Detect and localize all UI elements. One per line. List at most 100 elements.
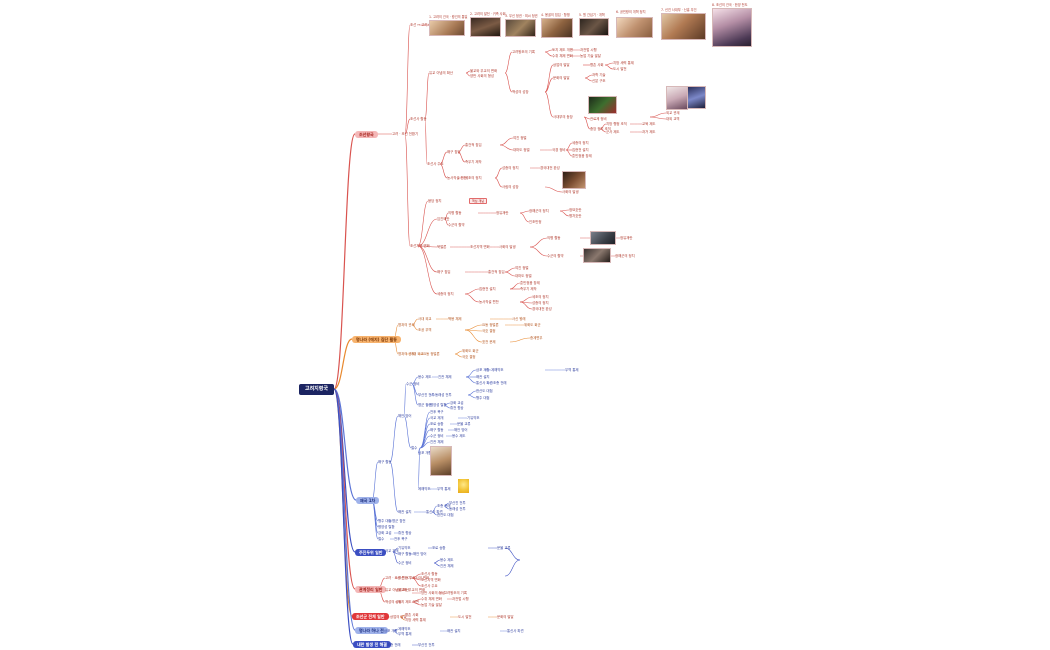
sub-node[interactable]: 포로 송환: [432, 546, 446, 550]
sub-node[interactable]: 명과의 관계: [398, 323, 415, 327]
sub-node[interactable]: 농업 기술 발달: [580, 54, 601, 58]
sub-node[interactable]: 고려 · 조선 전환기: [392, 132, 419, 136]
sub-node[interactable]: 농업 기술 발달: [421, 603, 442, 607]
sub-node[interactable]: 한산도 대첩: [476, 389, 493, 393]
photo-thumbnail[interactable]: [429, 20, 465, 36]
sub-node[interactable]: 동래성 전투: [449, 507, 466, 511]
sub-node[interactable]: 기유약조: [398, 546, 411, 550]
photo-thumbnail[interactable]: [666, 86, 688, 110]
sub-node[interactable]: 표전 문제: [482, 340, 496, 344]
photo-thumbnail[interactable]: [579, 18, 609, 36]
sub-node[interactable]: 세조의 정치: [465, 176, 482, 180]
sub-node[interactable]: 왜구 침입: [447, 150, 461, 154]
sub-node[interactable]: 토지 제도 개편: [398, 600, 419, 604]
sub-node[interactable]: 광해군의 정치: [529, 209, 549, 213]
sub-node[interactable]: 봉수 제도: [418, 375, 432, 379]
sub-node[interactable]: 통신사 파견: [426, 510, 443, 514]
sub-node[interactable]: 과전법 시행: [580, 48, 597, 52]
sub-node[interactable]: 왜구 활동: [378, 460, 392, 464]
sub-node[interactable]: 홍건적 침입: [488, 270, 505, 274]
sub-node[interactable]: 책봉 체제: [448, 317, 462, 321]
sub-node[interactable]: 동래성 전투: [435, 393, 452, 397]
sub-node[interactable]: 전후 복구: [430, 410, 444, 414]
sub-node[interactable]: 철수: [378, 537, 385, 541]
photo-thumbnail[interactable]: [712, 8, 752, 47]
sub-node[interactable]: 향촌 사회: [405, 613, 419, 617]
sub-node[interactable]: 과전법 시행: [452, 597, 469, 601]
sub-node[interactable]: 조총 전래: [387, 643, 401, 647]
photo-thumbnail[interactable]: [541, 18, 573, 38]
sub-node[interactable]: 위화도 회군: [524, 323, 541, 327]
photo-thumbnail[interactable]: [470, 17, 501, 37]
sub-node[interactable]: 관료제 정비: [590, 117, 607, 121]
sub-node[interactable]: 대외 교역: [666, 117, 680, 121]
sub-node[interactable]: 의병 활동: [547, 236, 561, 240]
sub-node[interactable]: 조총 전래: [437, 504, 451, 508]
sub-node[interactable]: 해안 방어: [413, 552, 427, 556]
sub-node[interactable]: 고려왕조의 기록: [444, 591, 467, 595]
sub-node[interactable]: 국호 결정: [462, 355, 476, 359]
sub-node[interactable]: 사화의 발생: [499, 245, 516, 249]
sub-node[interactable]: 전후 복구: [394, 537, 408, 541]
sub-node[interactable]: 향촌 사회: [590, 63, 604, 67]
sub-node[interactable]: 조선사 활동: [421, 572, 438, 576]
sub-node[interactable]: 경국대전 완성: [532, 307, 552, 311]
sub-node[interactable]: 임진왜란: [437, 217, 450, 221]
sub-node[interactable]: 지방 세력 통제: [613, 61, 634, 65]
sub-node[interactable]: 해안 방어: [454, 428, 468, 432]
sub-node[interactable]: 지방 행정 조직: [606, 122, 627, 126]
sub-node[interactable]: 부산진 전투: [418, 643, 435, 647]
sub-node[interactable]: 삼포 개항: [418, 451, 432, 455]
sub-node[interactable]: 계해약조: [491, 368, 504, 372]
sub-node[interactable]: 수취 체제 변화: [421, 597, 442, 601]
sub-node[interactable]: 외교 관계: [666, 111, 680, 115]
root-node[interactable]: 고려지령국: [299, 384, 334, 395]
sub-node[interactable]: 신분 구조: [592, 79, 606, 83]
sub-node[interactable]: 측우기 제작: [465, 160, 482, 164]
sub-node[interactable]: 진관 체제: [438, 375, 452, 379]
photo-thumbnail[interactable]: [616, 17, 653, 38]
sub-node[interactable]: 세종의 정치: [572, 141, 589, 145]
sub-node[interactable]: 계해약조: [398, 627, 411, 631]
photo-thumbnail[interactable]: [458, 479, 469, 493]
sub-node[interactable]: 과거 제도: [642, 130, 656, 134]
sub-node[interactable]: 광해군의 정치: [615, 254, 635, 258]
sub-node[interactable]: 조선 ↔ 고려시대 변화: [410, 23, 442, 27]
highlight-tag[interactable]: 핵심 개념: [469, 198, 487, 204]
sub-node[interactable]: 한산도 대첩: [437, 513, 454, 517]
sub-node[interactable]: 수군의 활약: [547, 254, 564, 258]
sub-node[interactable]: 국호 결정: [482, 329, 496, 333]
sub-node[interactable]: 북벌론: [437, 245, 447, 249]
sub-node[interactable]: 고려 · 조선 전환기: [385, 576, 412, 580]
sub-node[interactable]: 사대부의 등장: [553, 115, 573, 119]
photo-thumbnail[interactable]: [583, 248, 611, 263]
sub-node[interactable]: 성종의 정치: [502, 166, 519, 170]
sub-node[interactable]: 조선지역 변화: [421, 578, 441, 582]
sub-node[interactable]: 조선지역 변화: [470, 245, 490, 249]
sub-node[interactable]: 진관 체제: [430, 440, 444, 444]
sub-node[interactable]: 강화 교섭: [378, 531, 392, 535]
sub-node[interactable]: 군사 제도: [606, 130, 620, 134]
branch-node[interactable]: 명나라 (에지) 집단 활동: [352, 336, 401, 343]
sub-node[interactable]: 철수: [411, 446, 418, 450]
sub-node[interactable]: 휴전 협상: [450, 406, 464, 410]
sub-node[interactable]: 문물 교류: [497, 546, 511, 550]
branch-node[interactable]: 내란 발생 전 해결: [353, 641, 391, 648]
sub-node[interactable]: 교육 제도: [642, 122, 656, 126]
sub-node[interactable]: 지방 세력 통제: [405, 618, 426, 622]
sub-node[interactable]: 상업의 발달: [390, 615, 407, 619]
sub-node[interactable]: 명군 참전: [392, 519, 406, 523]
sub-node[interactable]: 조선사 활동: [410, 117, 427, 121]
sub-node[interactable]: 문화의 발달: [553, 76, 570, 80]
photo-thumbnail[interactable]: [687, 86, 706, 109]
sub-node[interactable]: 통신사 파견: [507, 629, 524, 633]
photo-thumbnail[interactable]: [661, 13, 706, 40]
photo-thumbnail[interactable]: [588, 96, 617, 114]
sub-node[interactable]: 양반 사회의 형성: [470, 74, 494, 78]
sub-node[interactable]: 조선사 주요: [427, 162, 444, 166]
sub-node[interactable]: 국경 정비: [552, 148, 566, 152]
sub-node[interactable]: 요동 정벌론: [482, 323, 499, 327]
sub-node[interactable]: 도시 발전: [458, 615, 472, 619]
sub-node[interactable]: 사림의 성장: [502, 185, 519, 189]
sub-node[interactable]: 세종의 정치: [437, 292, 454, 296]
